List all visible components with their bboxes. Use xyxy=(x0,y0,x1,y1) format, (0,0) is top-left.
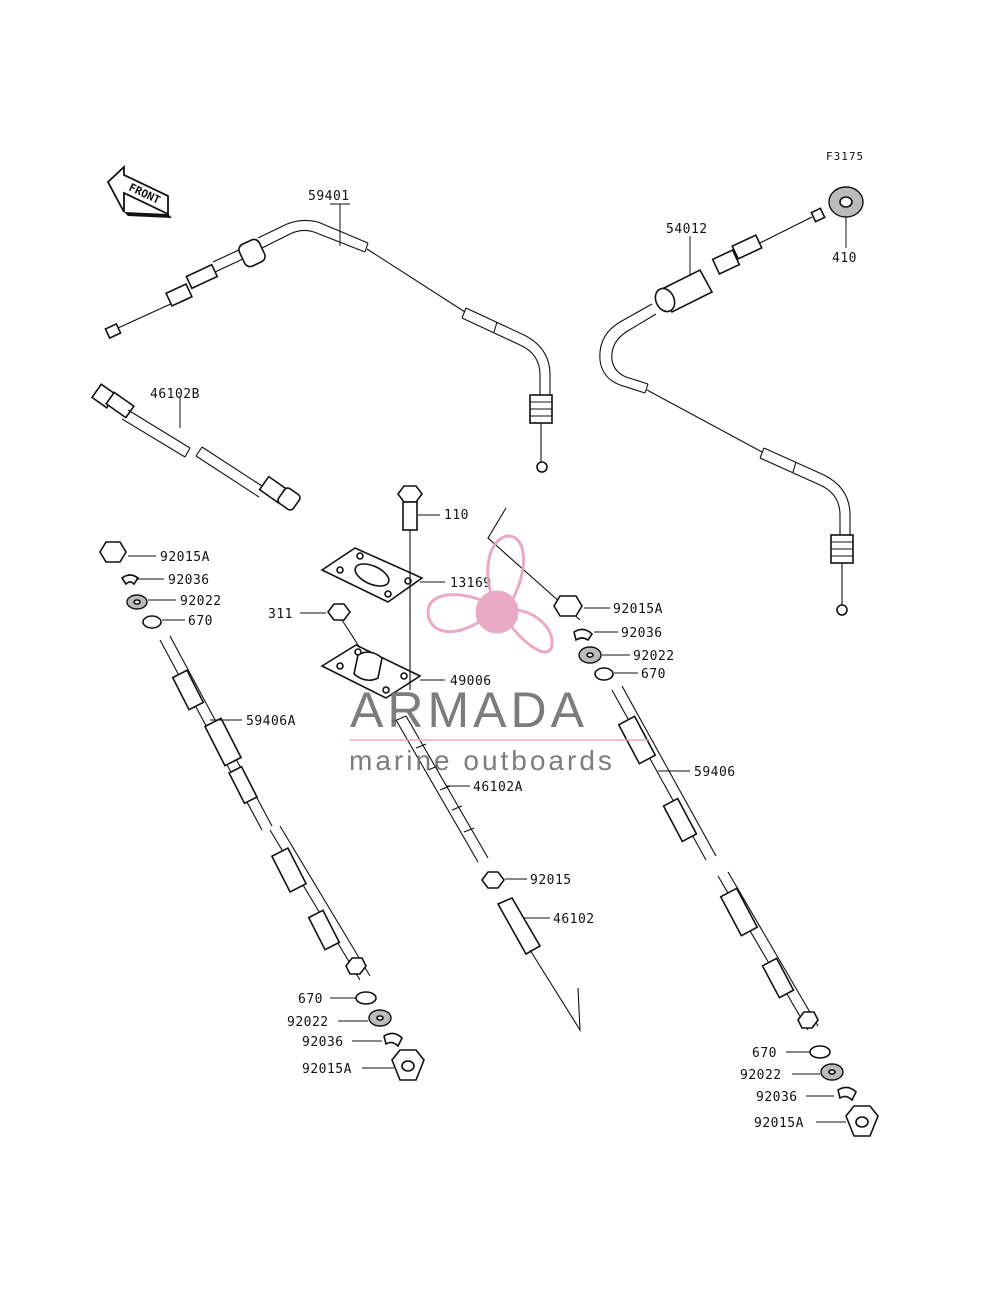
label-59401: 59401 xyxy=(308,189,350,204)
cable-59406 xyxy=(553,595,819,1031)
label-46102: 46102 xyxy=(553,912,595,927)
label-left-bottom-1: 92022 xyxy=(287,1015,329,1030)
label-left-top-3: 670 xyxy=(188,614,213,629)
label-right-bottom-0: 670 xyxy=(752,1046,777,1061)
label-13169: 13169 xyxy=(450,576,492,591)
right-bottom-hardware xyxy=(809,1045,879,1137)
label-right-top-3: 670 xyxy=(641,667,666,682)
cable-54012 xyxy=(599,186,864,616)
cable-59406a xyxy=(99,541,371,981)
label-54012: 54012 xyxy=(666,222,708,237)
cable-59401 xyxy=(104,219,553,473)
label-410: 410 xyxy=(832,251,857,266)
label-right-top-2: 92022 xyxy=(633,649,675,664)
label-110: 110 xyxy=(444,508,469,523)
label-92015: 92015 xyxy=(530,873,572,888)
label-59406: 59406 xyxy=(694,765,736,780)
cable-46102b xyxy=(90,383,301,511)
label-right-bottom-1: 92022 xyxy=(740,1068,782,1083)
label-left-top-2: 92022 xyxy=(180,594,222,609)
watermark-subtitle: marine outboards xyxy=(349,745,615,776)
watermark-title: ARMADA xyxy=(350,682,588,738)
left-bottom-hardware xyxy=(355,991,425,1081)
propeller-logo-icon xyxy=(426,534,554,654)
label-right-top-1: 92036 xyxy=(621,626,663,641)
label-left-bottom-3: 92015A xyxy=(302,1062,352,1077)
label-right-bottom-2: 92036 xyxy=(756,1090,798,1105)
label-left-bottom-2: 92036 xyxy=(302,1035,344,1050)
label-46102b: 46102B xyxy=(150,387,200,402)
front-arrow-icon: FRONT xyxy=(106,164,172,218)
label-left-top-0: 92015A xyxy=(160,550,210,565)
label-left-top-1: 92036 xyxy=(168,573,210,588)
figure-code: F3175 xyxy=(826,150,864,163)
label-right-top-0: 92015A xyxy=(613,602,663,617)
label-46102a: 46102A xyxy=(473,780,523,795)
label-left-bottom-0: 670 xyxy=(298,992,323,1007)
label-311: 311 xyxy=(268,607,293,622)
label-59406a: 59406A xyxy=(246,714,296,729)
label-right-bottom-3: 92015A xyxy=(754,1116,804,1131)
label-49006: 49006 xyxy=(450,674,492,689)
center-assembly xyxy=(320,485,581,1033)
armada-watermark: ARMADA marine outboards xyxy=(349,534,650,776)
